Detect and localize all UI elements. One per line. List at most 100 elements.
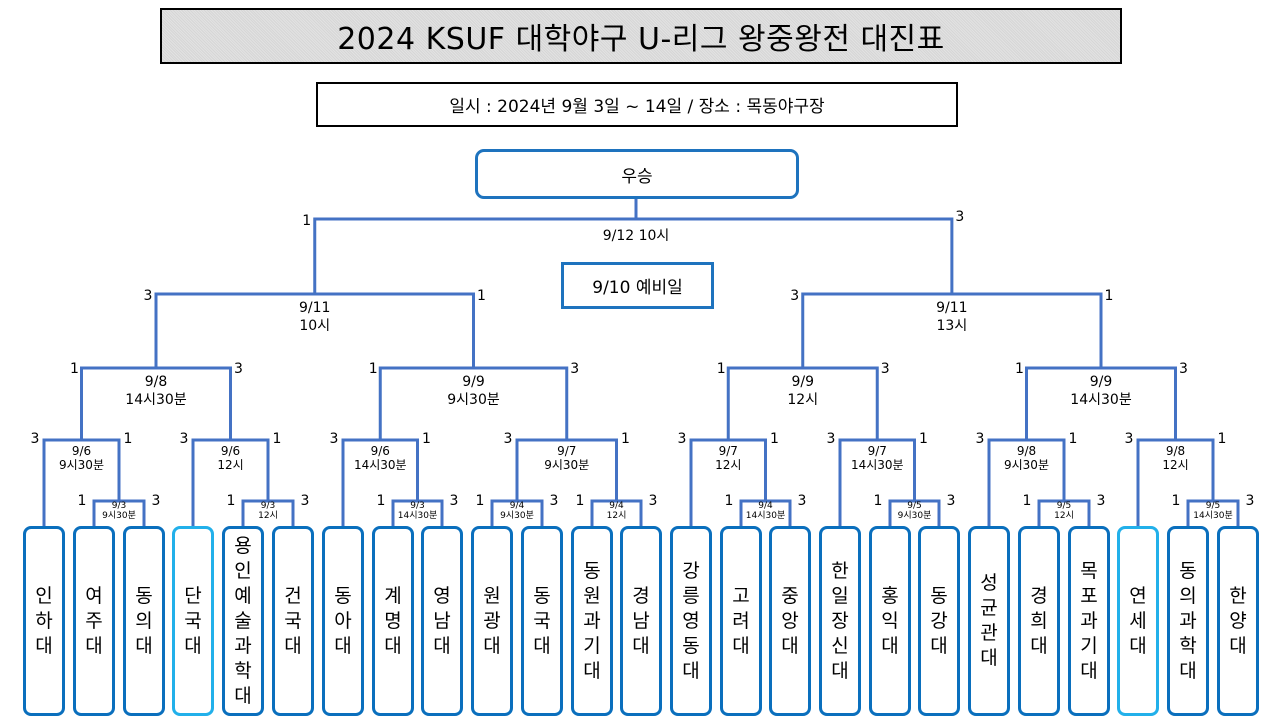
team-name-char: 대 (384, 634, 402, 657)
team-name-char: 영 (433, 584, 451, 607)
round1-score-right: 3 (946, 493, 956, 509)
semifinal-date: 9/11 (936, 300, 968, 316)
team-name-char: 대 (135, 634, 153, 657)
team-name-char: 관 (980, 622, 998, 644)
round16-time: 9시30분 (59, 458, 104, 472)
team-name-char: 국 (284, 609, 302, 632)
round1-score-left: 1 (475, 493, 485, 509)
team-name-char: 용 (234, 534, 252, 557)
round16-date: 9/7 (557, 444, 577, 458)
page-title: 2024 KSUF 대학야구 U-리그 왕중왕전 대진표 (160, 8, 1122, 64)
team-name-char: 연 (1129, 584, 1147, 607)
team-name-char: 한 (1229, 584, 1247, 607)
semifinal-score-right: 1 (1104, 288, 1114, 304)
semifinal-score-left: 3 (143, 288, 153, 304)
final-score-left: 1 (302, 213, 312, 229)
round1-score-right: 3 (300, 493, 310, 509)
round16-date: 9/7 (718, 444, 738, 458)
round1-time: 9시30분 (897, 511, 932, 521)
round1-date: 9/3 (260, 501, 276, 511)
round16-score-right: 1 (770, 431, 779, 447)
quarterfinal-date: 9/9 (791, 374, 815, 390)
team-name-char: 남 (632, 609, 650, 632)
round16-score-left: 3 (329, 431, 339, 447)
team-name-char: 대 (682, 659, 700, 682)
round1-time: 12시 (258, 511, 278, 521)
round1-time: 14시30분 (1193, 511, 1233, 521)
team-name-char: 신 (831, 634, 849, 657)
quarterfinal-score-right: 3 (880, 361, 890, 377)
team-name-char: 대 (184, 634, 202, 657)
team-name-char: 원 (583, 584, 601, 607)
round16-score-right: 1 (272, 431, 282, 447)
team-name-char: 일 (831, 584, 849, 607)
reserve-day-box: 9/10 예비일 (561, 262, 714, 309)
team-name-char: 의 (1179, 584, 1197, 607)
round1-score-right: 3 (151, 493, 161, 509)
team-name-char: 대 (632, 634, 650, 657)
round1-score-right: 3 (797, 493, 807, 509)
team-name-char: 동 (135, 584, 153, 607)
round16-time: 12시 (715, 458, 742, 472)
team-name-char: 대 (334, 634, 352, 657)
round16-time: 14시30분 (353, 458, 407, 472)
team-name-char: 중 (781, 584, 799, 607)
team-name-char: 대 (1030, 634, 1048, 657)
team-name-char: 과 (1179, 609, 1197, 632)
team-name-char: 남 (433, 609, 451, 632)
round1-date: 9/3 (410, 501, 425, 511)
team-name-char: 광 (483, 609, 501, 632)
team-name-char: 대 (35, 634, 53, 657)
team-name-char: 건 (284, 584, 302, 607)
team-name-char: 기 (583, 634, 601, 657)
round1-score-left: 1 (376, 493, 386, 509)
team-name-char: 국 (184, 609, 202, 632)
round1-score-left: 1 (724, 493, 734, 509)
round1-date: 9/5 (907, 501, 922, 511)
team-name-char: 대 (1229, 634, 1247, 657)
team-name-char: 릉 (682, 584, 700, 607)
round16-score-left: 3 (179, 431, 189, 447)
round1-score-left: 1 (226, 493, 236, 509)
round1-time: 12시 (1054, 511, 1074, 521)
round1-score-right: 3 (648, 493, 658, 509)
round1-score-left: 1 (873, 493, 883, 509)
team-name-char: 성 (980, 572, 998, 594)
round1-score-left: 1 (1022, 493, 1032, 509)
team-name-char: 여 (85, 584, 103, 607)
team-name-char: 학 (234, 659, 252, 682)
round16-time: 12시 (1162, 458, 1189, 472)
team-name-char: 명 (384, 609, 402, 632)
round16-score-right: 1 (919, 431, 928, 447)
team-name-char: 대 (85, 634, 103, 657)
quarterfinal-score-left: 1 (368, 361, 378, 377)
round1-score-left: 1 (575, 493, 585, 509)
round16-time: 12시 (217, 458, 244, 472)
quarterfinal-score-right: 3 (1179, 361, 1188, 377)
round1-score-left: 1 (1171, 493, 1181, 509)
team-name-char: 고 (732, 584, 750, 607)
round16-score-right: 1 (1217, 431, 1227, 447)
round1-time: 9시30분 (102, 511, 136, 521)
round16-score-right: 1 (123, 431, 133, 447)
round16-score-left: 3 (1124, 431, 1134, 447)
round16-score-left: 3 (677, 431, 687, 447)
team-name-char: 예 (234, 584, 252, 607)
team-name-char: 대 (732, 634, 750, 657)
round16-date: 9/6 (220, 444, 241, 458)
quarterfinal-time: 9시30분 (447, 392, 500, 408)
team-name-char: 대 (1129, 634, 1147, 657)
round16-score-left: 3 (975, 431, 985, 447)
team-name-char: 동 (930, 584, 948, 607)
